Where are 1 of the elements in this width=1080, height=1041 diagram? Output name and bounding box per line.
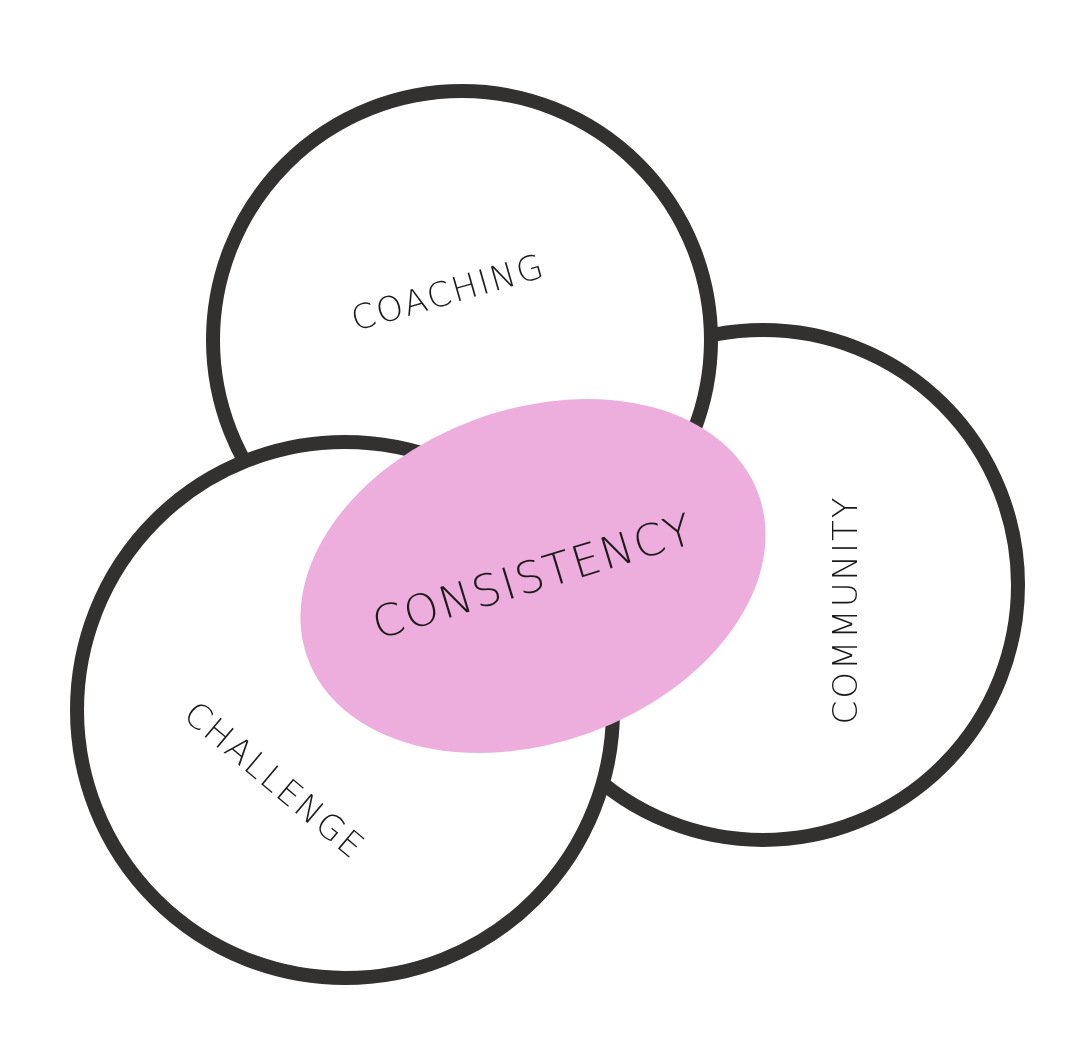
circle-label: COMMUNITY (825, 495, 865, 725)
